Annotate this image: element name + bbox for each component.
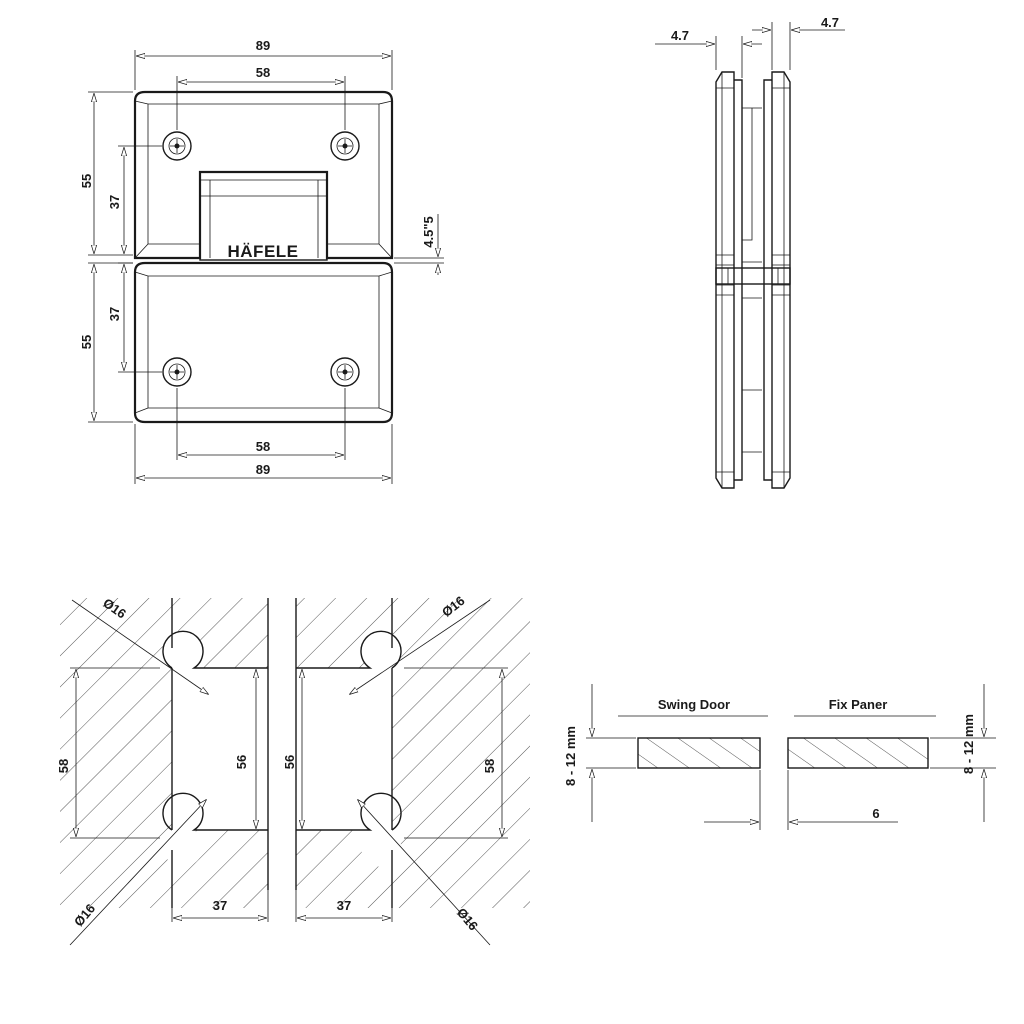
svg-text:55: 55 bbox=[79, 174, 94, 188]
svg-text:6: 6 bbox=[872, 806, 879, 821]
svg-text:8 - 12 mm: 8 - 12 mm bbox=[563, 726, 578, 786]
dim-glass-left-thickness: 8 - 12 mm bbox=[563, 684, 592, 822]
svg-text:58: 58 bbox=[482, 759, 497, 773]
svg-text:58: 58 bbox=[256, 439, 270, 454]
dim-hole-offset-upper: 37 bbox=[107, 145, 162, 253]
svg-text:4.5"5: 4.5"5 bbox=[421, 216, 436, 247]
upper-leaf-outline bbox=[133, 90, 394, 260]
cutout-left-outline bbox=[162, 598, 269, 908]
screw-hole-upper-left bbox=[162, 131, 192, 161]
lower-leaf-bevel bbox=[134, 271, 393, 414]
dim-depth-left: 37 bbox=[174, 898, 266, 918]
svg-text:8 - 12 mm: 8 - 12 mm bbox=[961, 714, 976, 774]
hinge-knuckle bbox=[199, 171, 328, 261]
dim-glass-gap: 6 bbox=[704, 806, 898, 822]
svg-text:4.7: 4.7 bbox=[821, 15, 839, 30]
svg-text:4.7: 4.7 bbox=[671, 28, 689, 43]
svg-text:37: 37 bbox=[107, 195, 122, 209]
dim-outer-height-right: 58 bbox=[482, 670, 502, 836]
fix-panel-glass bbox=[787, 737, 929, 769]
dim-inner-height-right: 56 bbox=[282, 670, 302, 828]
svg-text:55: 55 bbox=[79, 335, 94, 349]
screw-hole-lower-left bbox=[162, 357, 192, 387]
cutout-right-outline bbox=[295, 598, 402, 908]
dim-width-bottom: 89 bbox=[134, 424, 393, 484]
svg-text:37: 37 bbox=[213, 898, 227, 913]
dim-side-left-thickness: 4.7 bbox=[655, 28, 762, 78]
dim-height-upper: 55 bbox=[79, 91, 133, 256]
svg-text:89: 89 bbox=[256, 462, 270, 477]
side-hinge-pin bbox=[715, 267, 791, 285]
swing-door-glass bbox=[637, 737, 761, 769]
svg-text:56: 56 bbox=[282, 755, 297, 769]
dim-hole-spacing-top: 58 bbox=[176, 65, 346, 130]
screw-hole-lower-right bbox=[330, 357, 360, 387]
lower-leaf-outline bbox=[133, 261, 394, 424]
glass-cutout-view: Ø16 Ø16 Ø16 Ø16 58 56 56 bbox=[56, 593, 530, 946]
dim-width-top: 89 bbox=[134, 38, 393, 90]
upper-leaf-bevel bbox=[134, 100, 393, 259]
svg-text:37: 37 bbox=[107, 307, 122, 321]
brand-logo: HÄFELE bbox=[228, 242, 299, 261]
dim-inner-height-left: 56 bbox=[234, 670, 256, 828]
dim-side-right-thickness: 4.7 bbox=[752, 15, 845, 70]
dim-glass-right-thickness: 8 - 12 mm bbox=[961, 684, 984, 822]
svg-text:56: 56 bbox=[234, 755, 249, 769]
dim-height-lower: 55 bbox=[79, 262, 133, 423]
swing-door-label: Swing Door bbox=[658, 697, 730, 712]
dim-depth-right: 37 bbox=[298, 898, 390, 918]
dim-hole-spacing-bottom: 58 bbox=[176, 388, 346, 460]
screw-hole-upper-right bbox=[330, 131, 360, 161]
svg-text:58: 58 bbox=[256, 65, 270, 80]
front-view: HÄFELE 89 58 bbox=[79, 38, 444, 484]
dim-gap: 4.5"5 bbox=[394, 214, 444, 275]
svg-text:89: 89 bbox=[256, 38, 270, 53]
side-view: 4.7 4.7 bbox=[655, 15, 845, 489]
dim-outer-height-left: 58 bbox=[56, 670, 76, 836]
side-right-plate bbox=[771, 71, 791, 489]
fix-panel-label: Fix Paner bbox=[829, 697, 888, 712]
svg-text:37: 37 bbox=[337, 898, 351, 913]
glass-section-view: Swing Door Fix Paner 8 - 12 mm 8 - 12 mm… bbox=[563, 684, 996, 830]
svg-text:58: 58 bbox=[56, 759, 71, 773]
side-left-plate bbox=[715, 71, 735, 489]
